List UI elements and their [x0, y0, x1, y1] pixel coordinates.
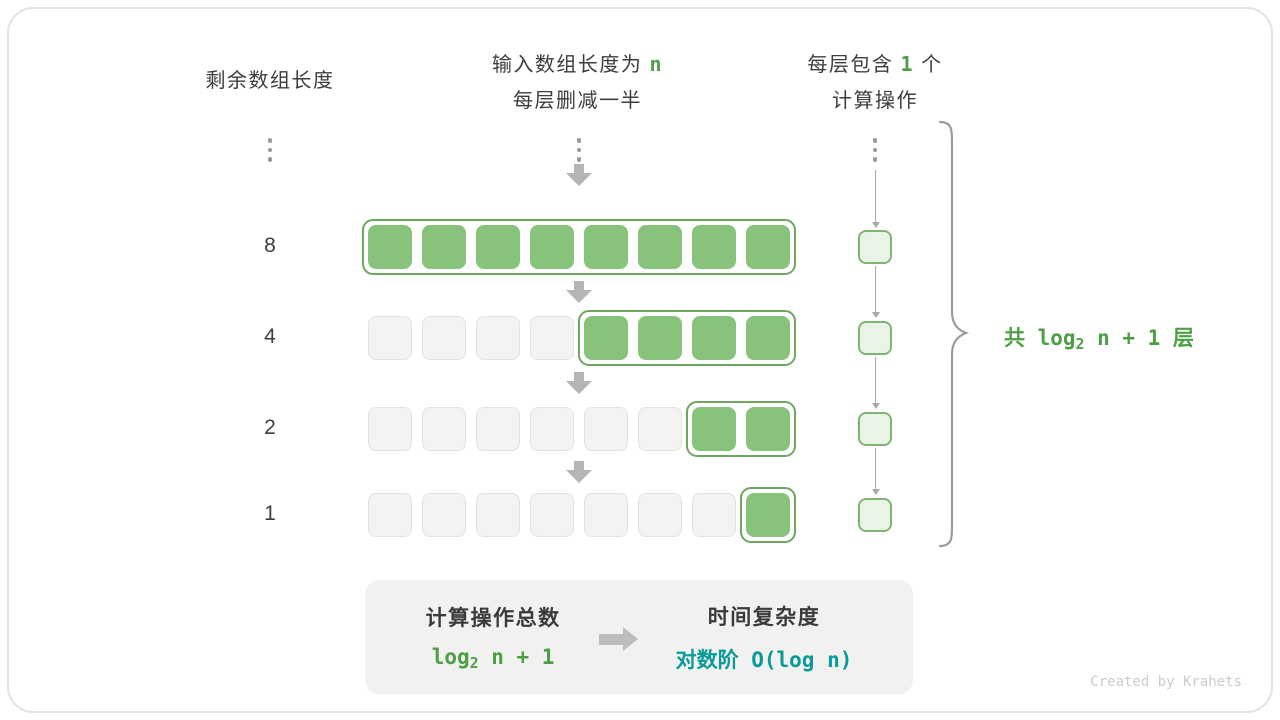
operation-cell: [858, 321, 892, 355]
flow-arrow-icon: [871, 357, 880, 409]
array-cell-empty: [530, 316, 574, 360]
array-cell-empty: [692, 493, 736, 537]
column-header-compute-op: 计算操作: [770, 84, 980, 113]
array-cell-filled: [638, 225, 682, 269]
layer-count-suffix: n + 1 层: [1084, 326, 1194, 350]
ellipsis-icon: [267, 138, 273, 167]
array-row: [368, 310, 796, 366]
operations-formula: log2 n + 1: [426, 645, 561, 672]
array-cell-empty: [476, 316, 520, 360]
header-right-line2-text: 计算操作: [832, 90, 918, 112]
complexity-summary: 时间复杂度 对数阶 O(log n): [676, 601, 853, 674]
operations-formula-prefix: log: [431, 644, 470, 669]
array-cell-filled: [746, 316, 790, 360]
array-cell-empty: [476, 493, 520, 537]
operations-formula-subscript: 2: [469, 655, 479, 673]
complexity-formula: 对数阶 O(log n): [675, 647, 853, 672]
array-cell-empty: [638, 407, 682, 451]
down-arrow-icon: [566, 372, 592, 394]
column-header-input-length: 输入数组长度为 n: [425, 48, 730, 77]
array-cell-empty: [476, 407, 520, 451]
operation-cell: [858, 498, 892, 532]
array-cell-filled: [692, 316, 736, 360]
operations-title: 计算操作总数: [425, 606, 561, 630]
array-cell-filled: [422, 225, 466, 269]
subarray-outline: [740, 487, 796, 543]
flow-arrow-icon: [871, 266, 880, 318]
row-length-label: 4: [264, 325, 276, 348]
array-cell-filled: [584, 316, 628, 360]
array-cell-filled: [692, 225, 736, 269]
array-row: [368, 487, 796, 543]
array-cell-filled: [368, 225, 412, 269]
array-cell-empty: [422, 493, 466, 537]
ellipsis-icon: [872, 138, 878, 167]
array-row: [368, 401, 796, 457]
header-right-line1-text: 每层包含: [807, 54, 901, 76]
operations-formula-suffix: n + 1: [478, 644, 555, 669]
array-cell-filled: [638, 316, 682, 360]
layer-count-label: 共 log2 n + 1 层: [1004, 322, 1194, 353]
array-cell-filled: [530, 225, 574, 269]
column-header-remaining-length: 剩余数组长度: [170, 64, 370, 93]
header-right-1-highlight: 1: [900, 52, 915, 76]
operations-summary: 计算操作总数 log2 n + 1: [426, 602, 561, 672]
array-cell-filled: [746, 225, 790, 269]
array-cell-empty: [422, 407, 466, 451]
down-arrow-icon: [566, 281, 592, 303]
subarray-outline: [362, 219, 796, 275]
array-row: [362, 219, 796, 275]
column-header-halved-each-level: 每层删减一半: [425, 84, 730, 113]
row-length-label: 2: [264, 416, 276, 439]
operation-cell: [858, 230, 892, 264]
flow-arrow-icon: [871, 448, 880, 495]
watermark: Created by Krahets: [1090, 674, 1242, 690]
brace-icon: [938, 120, 970, 548]
complexity-title: 时间复杂度: [707, 605, 821, 629]
arrow-right-icon: [598, 627, 638, 651]
array-cell-empty: [584, 493, 628, 537]
array-cell-empty: [422, 316, 466, 360]
header-left-text: 剩余数组长度: [205, 70, 335, 92]
header-mid-line1-text: 输入数组长度为: [491, 54, 650, 76]
layer-count-prefix: 共 log: [1004, 326, 1076, 350]
header-mid-n-highlight: n: [649, 52, 664, 76]
array-cell-empty: [368, 316, 412, 360]
column-header-ops-per-level: 每层包含 1 个: [770, 48, 980, 77]
array-cell-empty: [638, 493, 682, 537]
subarray-outline: [686, 401, 796, 457]
down-arrow-icon: [566, 164, 592, 186]
operation-cell: [858, 412, 892, 446]
array-cell-empty: [368, 407, 412, 451]
row-length-label: 8: [264, 234, 276, 257]
ellipsis-icon: [576, 138, 582, 167]
array-cell-filled: [476, 225, 520, 269]
array-cell-empty: [584, 407, 628, 451]
header-mid-line2-text: 每层删减一半: [513, 90, 642, 112]
array-cell-filled: [746, 493, 790, 537]
header-right-line1-suffix: 个: [914, 54, 943, 76]
summary-box: 计算操作总数 log2 n + 1 时间复杂度 对数阶 O(log n): [365, 580, 913, 694]
array-cell-filled: [746, 407, 790, 451]
array-cell-empty: [530, 407, 574, 451]
array-cell-filled: [692, 407, 736, 451]
subarray-outline: [578, 310, 796, 366]
array-cell-empty: [530, 493, 574, 537]
array-cell-empty: [368, 493, 412, 537]
flow-arrow-icon: [871, 170, 880, 228]
array-cell-filled: [584, 225, 628, 269]
layer-count-subscript: 2: [1075, 336, 1085, 354]
row-length-label: 1: [264, 502, 276, 525]
down-arrow-icon: [566, 461, 592, 483]
